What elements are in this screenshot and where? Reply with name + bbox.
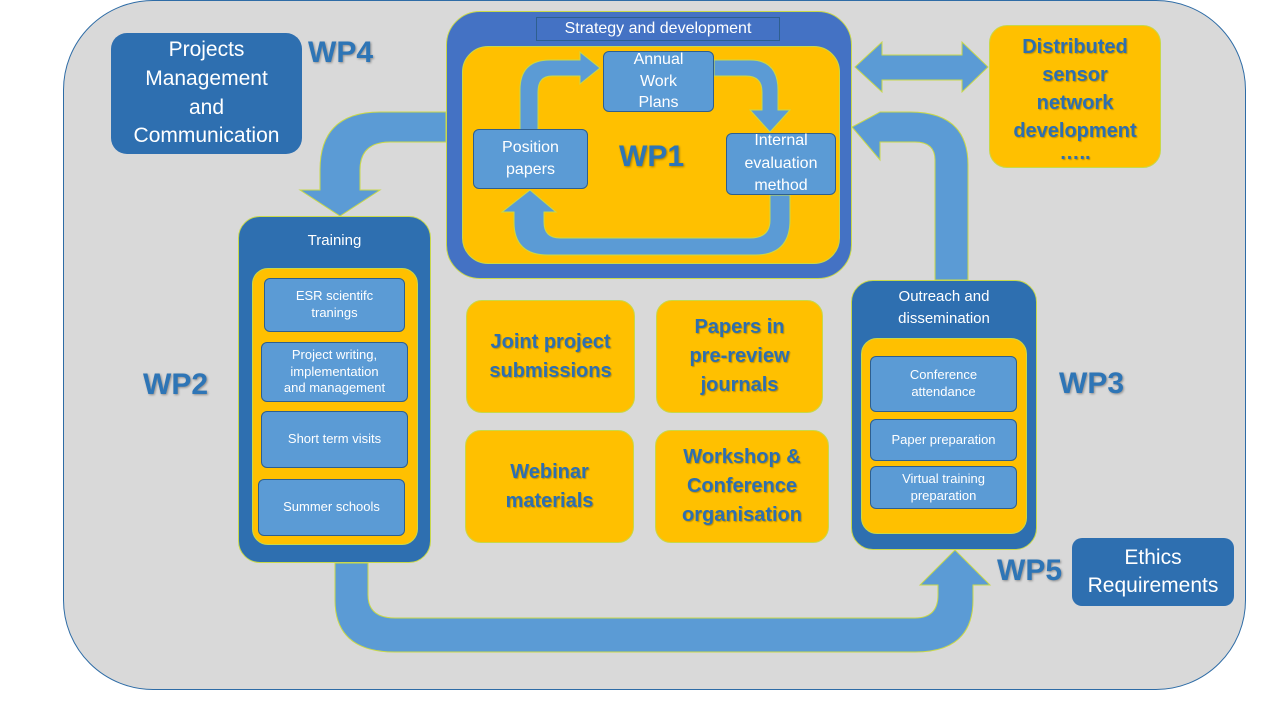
training-item-summer-schools: Summer schools	[258, 479, 405, 536]
outreach-title-line: Outreach and	[898, 288, 990, 305]
arrow-outreach-to-wp1	[851, 111, 969, 281]
wp3-label: WP3	[1059, 367, 1125, 400]
annual-line: Work	[639, 72, 678, 90]
output-line: Workshop &	[683, 446, 801, 468]
arrow-wp1-distributed	[854, 40, 989, 94]
wp4-line: Management	[145, 66, 268, 90]
cycle-arrow-internal-to-position	[500, 189, 791, 256]
internal-evaluation-box: Internal evaluation method	[726, 132, 836, 195]
wp4-line: Communication	[133, 124, 280, 148]
item-line: attendance	[911, 384, 976, 399]
output-line: submissions	[489, 359, 612, 382]
item-line: Summer schools	[283, 499, 380, 515]
distributed-line: …..	[1059, 141, 1091, 164]
outreach-item-virtual: Virtual training preparation	[870, 466, 1017, 509]
projects-management-box: Projects Management and Communication	[111, 33, 302, 154]
output-line: Webinar	[510, 460, 589, 483]
item-line: Short term visits	[287, 431, 382, 447]
output-line: materials	[505, 489, 594, 512]
outreach-item-conference: Conference attendance	[870, 356, 1017, 412]
output-joint-project: Joint project submissions	[466, 300, 635, 413]
distributed-line: network	[1036, 91, 1114, 114]
position-line: Position	[502, 138, 559, 156]
cycle-arrow-annual-to-internal	[713, 59, 792, 133]
wp4-line: Projects	[168, 37, 245, 61]
distributed-line: development	[1013, 119, 1137, 142]
cycle-arrow-position-to-annual	[519, 50, 601, 131]
ethics-requirements-box: Ethics Requirements	[1072, 538, 1234, 606]
outreach-title: Outreach and dissemination	[852, 286, 1036, 330]
position-papers-box: Position papers	[473, 129, 588, 189]
position-line: papers	[506, 161, 555, 178]
arrow-wp1-to-training	[298, 111, 447, 217]
wp4-label: WP4	[308, 36, 374, 69]
internal-line: method	[754, 177, 808, 195]
output-line: organisation	[681, 504, 802, 526]
output-papers: Papers in pre-review journals	[656, 300, 823, 413]
training-item-esr: ESR scientifc tranings	[264, 278, 405, 332]
output-line: pre-review	[689, 345, 790, 367]
distributed-sensor-box: Distributed sensor network development ……	[989, 25, 1161, 168]
internal-line: evaluation	[744, 154, 818, 172]
training-item-project-writing: Project writing, implementation and mana…	[261, 342, 408, 402]
annual-line: Plans	[638, 94, 679, 112]
annual-line: Annual	[633, 51, 684, 69]
output-line: Joint project	[490, 330, 611, 353]
training-title: Training	[307, 232, 362, 249]
wp4-line: and	[188, 95, 225, 119]
annual-work-plans-box: Annual Work Plans	[603, 51, 714, 112]
distributed-line: sensor	[1042, 63, 1108, 86]
ethics-line: Requirements	[1087, 574, 1219, 597]
outreach-title-line: dissemination	[898, 309, 990, 327]
item-line: ESR scientifc	[295, 288, 374, 304]
item-line: preparation	[910, 487, 977, 503]
arrow-training-to-outreach	[334, 549, 992, 653]
outreach-item-paper: Paper preparation	[870, 419, 1017, 461]
output-line: Papers in	[694, 316, 785, 338]
item-line: implementation	[290, 363, 379, 379]
item-line: tranings	[311, 305, 358, 320]
training-item-short-visits: Short term visits	[261, 411, 408, 468]
output-webinar: Webinar materials	[465, 430, 634, 543]
distributed-line: Distributed	[1022, 35, 1128, 58]
ethics-line: Ethics	[1124, 545, 1182, 569]
wp1-label: WP1	[619, 140, 685, 173]
item-line: Project writing,	[291, 346, 378, 362]
item-line: Virtual training	[902, 470, 985, 486]
wp2-label: WP2	[143, 368, 209, 401]
item-line: Conference	[909, 367, 978, 383]
output-workshop: Workshop & Conference organisation	[655, 430, 829, 543]
wp1-panel-title: Strategy and development	[536, 17, 780, 41]
item-line: and management	[283, 380, 386, 396]
wp5-label: WP5	[997, 554, 1063, 587]
output-line: journals	[700, 374, 779, 396]
output-line: Conference	[686, 475, 798, 497]
internal-line: Internal	[754, 132, 808, 150]
item-line: Paper preparation	[891, 431, 996, 447]
